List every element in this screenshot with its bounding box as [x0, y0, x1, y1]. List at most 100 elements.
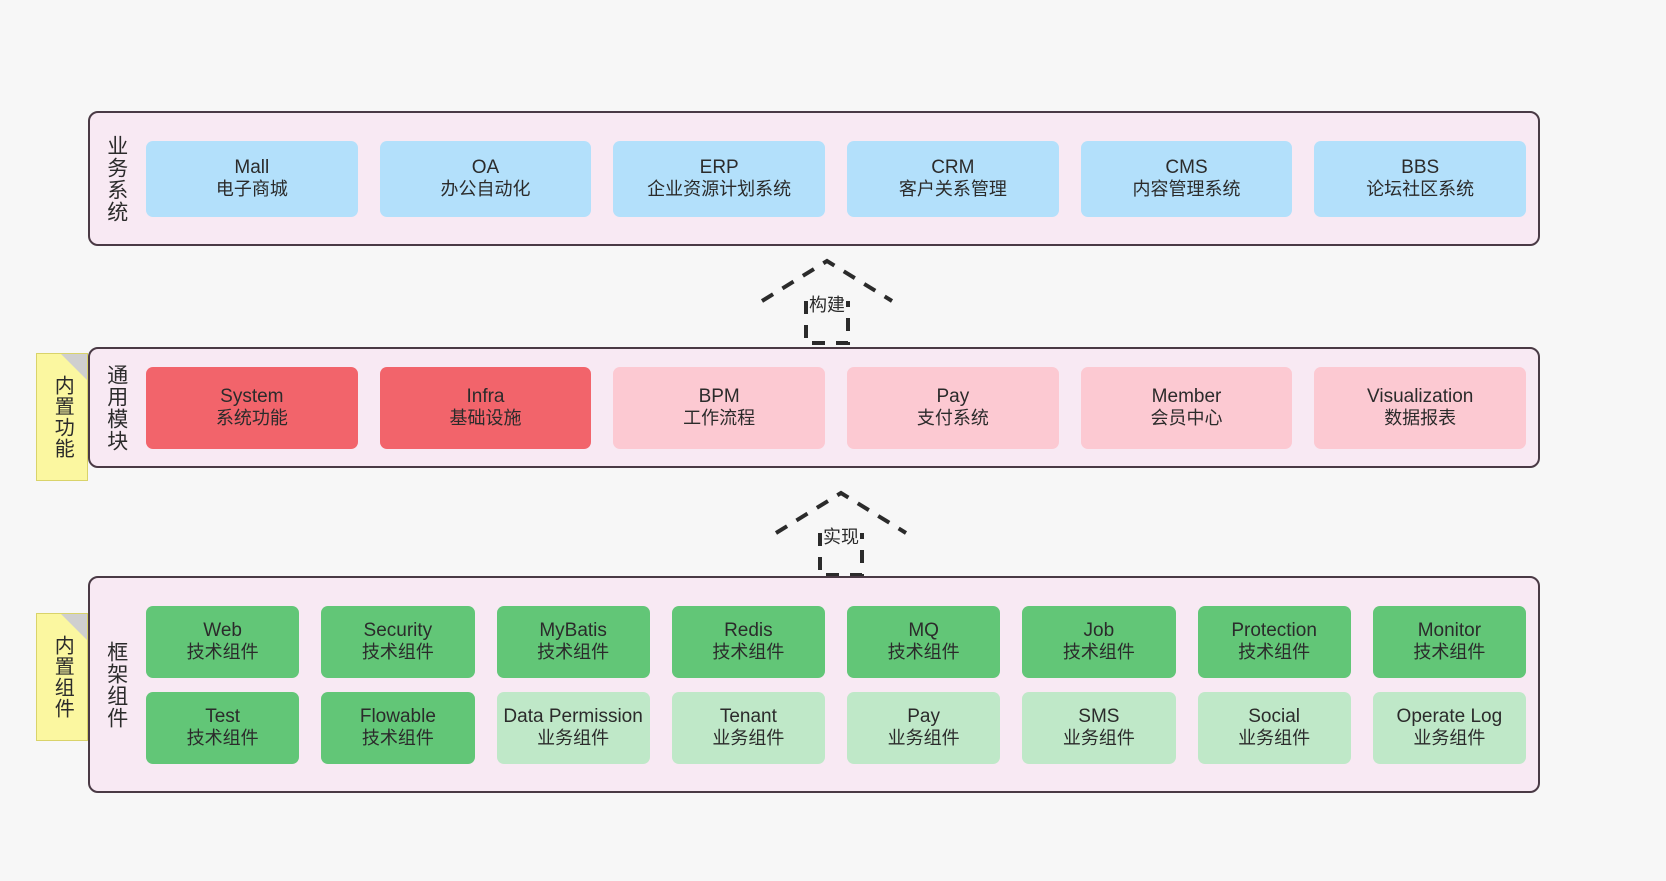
node-title: BPM: [698, 385, 740, 407]
node-erp[interactable]: ERP 企业资源计划系统: [613, 140, 826, 217]
node-title: Visualization: [1367, 385, 1474, 407]
node-monitor[interactable]: Monitor 技术组件: [1372, 605, 1526, 678]
node-title: BBS: [1401, 156, 1440, 178]
layer-body-common-module: System 系统功能 Infra 基础设施 BPM 工作流程 Pay 支付系统…: [142, 349, 1538, 466]
node-title: Monitor: [1417, 619, 1482, 641]
node-security[interactable]: Security 技术组件: [321, 605, 475, 678]
layer-framework-component: 框架组件 Web 技术组件 Security 技术组件 MyBatis 技术组件…: [88, 576, 1540, 793]
node-title: MQ: [908, 619, 939, 641]
node-subtitle: 业务组件: [537, 728, 610, 749]
page-fold-icon: [61, 614, 87, 640]
node-subtitle: 企业资源计划系统: [647, 179, 792, 200]
node-pay-component[interactable]: Pay 业务组件: [847, 691, 1001, 764]
node-subtitle: 业务组件: [1062, 728, 1135, 749]
layer-common-module: 通用模块 System 系统功能 Infra 基础设施 BPM 工作流程 Pay: [88, 347, 1540, 468]
node-title: System: [220, 385, 284, 407]
node-data-permission[interactable]: Data Permission 业务组件: [496, 691, 650, 764]
node-operate-log[interactable]: Operate Log 业务组件: [1372, 691, 1526, 764]
node-infra[interactable]: Infra 基础设施: [379, 366, 592, 449]
row-business-components: Test 技术组件 Flowable 技术组件 Data Permission …: [146, 691, 1526, 764]
layer-title-framework-component: 框架组件: [104, 640, 128, 729]
node-title: Test: [205, 705, 241, 727]
node-title: OA: [471, 156, 500, 178]
layer-title-business-system: 业务系统: [104, 134, 128, 223]
node-title: SMS: [1078, 705, 1120, 727]
layer-body-business-system: Mall 电子商城 OA 办公自动化 ERP 企业资源计划系统 CRM 客户关系…: [142, 113, 1538, 244]
node-web[interactable]: Web 技术组件: [146, 605, 300, 678]
page-fold-icon: [61, 354, 87, 380]
node-title: Social: [1248, 705, 1300, 727]
connector-build: 构建: [752, 253, 902, 345]
node-subtitle: 技术组件: [361, 642, 434, 663]
node-protection[interactable]: Protection 技术组件: [1197, 605, 1351, 678]
node-subtitle: 技术组件: [186, 642, 259, 663]
node-subtitle: 支付系统: [916, 408, 989, 429]
node-redis[interactable]: Redis 技术组件: [671, 605, 825, 678]
node-subtitle: 工作流程: [683, 408, 756, 429]
node-subtitle: 会员中心: [1150, 408, 1223, 429]
node-title: Mall: [234, 156, 270, 178]
layer-title-common-module: 通用模块: [104, 363, 128, 452]
node-cms[interactable]: CMS 内容管理系统: [1080, 140, 1293, 217]
node-subtitle: 客户关系管理: [898, 179, 1007, 200]
note-builtin-features: 内置功能: [36, 353, 88, 481]
node-subtitle: 技术组件: [361, 728, 434, 749]
node-subtitle: 电子商城: [215, 179, 288, 200]
node-title: Infra: [466, 385, 505, 407]
node-crm[interactable]: CRM 客户关系管理: [847, 140, 1059, 217]
connector-label-implement: 实现: [823, 527, 859, 547]
node-social[interactable]: Social 业务组件: [1197, 691, 1351, 764]
note-builtin-components: 内置组件: [36, 613, 88, 741]
row-common-modules: System 系统功能 Infra 基础设施 BPM 工作流程 Pay 支付系统…: [146, 366, 1527, 449]
node-flowable[interactable]: Flowable 技术组件: [321, 691, 475, 764]
node-mybatis[interactable]: MyBatis 技术组件: [496, 605, 650, 678]
node-test[interactable]: Test 技术组件: [146, 691, 300, 764]
note-text: 内置组件: [51, 635, 74, 719]
node-mall[interactable]: Mall 电子商城: [146, 140, 358, 217]
node-title: Redis: [724, 619, 773, 641]
node-title: MyBatis: [539, 619, 607, 641]
node-bpm[interactable]: BPM 工作流程: [613, 366, 826, 449]
node-subtitle: 技术组件: [186, 728, 259, 749]
node-title: Web: [203, 619, 242, 641]
node-subtitle: 业务组件: [1238, 728, 1311, 749]
node-job[interactable]: Job 技术组件: [1022, 605, 1176, 678]
node-subtitle: 业务组件: [887, 728, 960, 749]
node-title: Tenant: [719, 705, 777, 727]
node-title: Pay: [936, 385, 970, 407]
node-oa[interactable]: OA 办公自动化: [379, 140, 592, 217]
node-system[interactable]: System 系统功能: [146, 366, 358, 449]
node-mq[interactable]: MQ 技术组件: [847, 605, 1001, 678]
node-subtitle: 内容管理系统: [1132, 179, 1241, 200]
node-subtitle: 技术组件: [1062, 642, 1135, 663]
node-tenant[interactable]: Tenant 业务组件: [671, 691, 825, 764]
node-pay-module[interactable]: Pay 支付系统: [847, 366, 1059, 449]
connector-label-build: 构建: [809, 295, 845, 315]
node-title: CRM: [931, 156, 975, 178]
layer-body-framework-component: Web 技术组件 Security 技术组件 MyBatis 技术组件 Redi…: [142, 578, 1538, 791]
node-subtitle: 业务组件: [1413, 728, 1486, 749]
arrow-stem-shape: [804, 301, 850, 345]
node-title: Pay: [907, 705, 940, 727]
node-subtitle: 技术组件: [1413, 642, 1486, 663]
arrow-head-shape: [774, 490, 908, 535]
arrow-stem-shape: [818, 533, 864, 577]
node-title: Job: [1083, 619, 1115, 641]
node-title: Data Permission: [503, 705, 643, 727]
node-bbs[interactable]: BBS 论坛社区系统: [1314, 140, 1527, 217]
node-subtitle: 技术组件: [712, 642, 785, 663]
node-visualization[interactable]: Visualization 数据报表: [1314, 366, 1527, 449]
node-subtitle: 系统功能: [215, 408, 288, 429]
node-title: Operate Log: [1396, 705, 1503, 727]
row-business-systems: Mall 电子商城 OA 办公自动化 ERP 企业资源计划系统 CRM 客户关系…: [146, 140, 1527, 217]
node-member[interactable]: Member 会员中心: [1080, 366, 1293, 449]
node-title: Flowable: [359, 705, 436, 727]
node-subtitle: 数据报表: [1384, 408, 1457, 429]
node-title: Member: [1151, 385, 1222, 407]
node-subtitle: 技术组件: [537, 642, 610, 663]
node-subtitle: 论坛社区系统: [1366, 179, 1475, 200]
node-sms[interactable]: SMS 业务组件: [1022, 691, 1176, 764]
node-subtitle: 办公自动化: [440, 179, 531, 200]
node-title: CMS: [1165, 156, 1208, 178]
